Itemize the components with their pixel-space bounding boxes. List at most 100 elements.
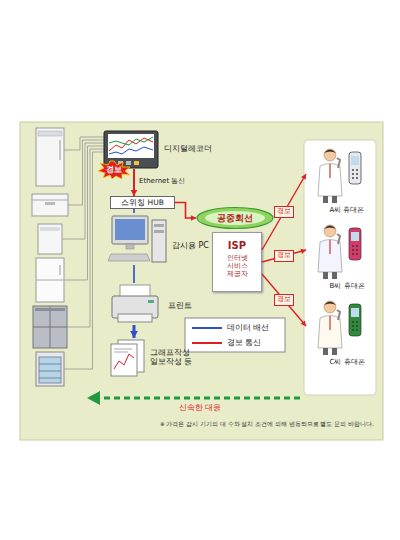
illustration-part xyxy=(356,329,358,331)
node-title: 그래프작성 일보작성 등 xyxy=(150,348,210,366)
freezer-1 xyxy=(36,128,64,186)
illustration-part xyxy=(337,310,340,320)
illustration-part xyxy=(32,200,68,201)
illustration-part xyxy=(349,152,361,184)
node-body: 인터넷 서비스 제공자 xyxy=(222,255,252,278)
illustration-part xyxy=(60,265,61,275)
legend-box xyxy=(185,318,285,352)
illustration-part xyxy=(351,308,359,317)
alarm-tag: 경보 xyxy=(274,250,294,262)
illustration-part xyxy=(39,378,61,379)
user-phone: C씨 휴대폰 xyxy=(306,298,376,368)
illustration-part xyxy=(111,344,137,376)
illustration-part xyxy=(324,301,336,313)
node-title: 감시용 PC xyxy=(172,241,209,251)
user-phone-art xyxy=(316,146,366,204)
edge-label: Ethernet 통신 xyxy=(139,177,185,185)
illustration-part xyxy=(118,314,152,322)
alarm-tag: 경보 xyxy=(274,294,294,306)
illustration-part xyxy=(356,177,358,179)
user-phone-art xyxy=(316,298,366,356)
illustration-part xyxy=(324,302,336,306)
illustration-part xyxy=(33,327,67,328)
backdrop-panel xyxy=(20,122,383,440)
illustration-part xyxy=(356,169,358,171)
illustration-part xyxy=(332,348,337,355)
connector xyxy=(262,174,306,250)
illustration-part xyxy=(109,147,153,154)
illustration-part xyxy=(36,128,64,186)
illustration-part xyxy=(356,325,358,327)
illustration-part xyxy=(318,164,342,197)
illustration-part xyxy=(324,149,336,161)
small-freezer xyxy=(38,224,62,254)
illustration-part xyxy=(64,152,104,369)
illustration-part xyxy=(68,140,104,205)
illustration-part xyxy=(352,253,354,255)
legend-label: 데이터 배선 xyxy=(227,323,269,332)
illustration-part xyxy=(324,150,336,154)
illustration-part xyxy=(38,224,62,254)
illustration-part xyxy=(318,240,342,273)
illustration-part xyxy=(356,245,358,247)
connector xyxy=(133,209,134,213)
connector-line xyxy=(133,169,135,196)
illustration-part xyxy=(38,131,62,136)
illustration-part xyxy=(114,352,128,353)
illustration-part xyxy=(33,306,67,348)
illustration-part xyxy=(120,285,150,297)
illustration-part xyxy=(352,245,354,247)
illustration-part xyxy=(108,134,154,158)
illustration-part xyxy=(352,249,354,251)
user-phone: A씨 휴대폰 xyxy=(306,146,376,216)
price-note: ※ 가격은 감시 기기의 대 수와 설치 조건에 의해 변동되므로 별도 문의 … xyxy=(160,421,374,428)
illustration-part xyxy=(40,227,60,231)
illustration-part xyxy=(36,352,64,386)
user-panel xyxy=(304,140,376,395)
illustration-part xyxy=(109,137,153,145)
illustration-part xyxy=(114,349,132,350)
illustration-part xyxy=(154,230,164,233)
illustration-part xyxy=(352,173,354,175)
connector xyxy=(175,203,196,221)
illustration-part xyxy=(62,143,104,239)
node-title: 스위칭 HUB xyxy=(111,198,174,207)
connector-line xyxy=(133,265,135,283)
public-line-oval: 공중회선 xyxy=(196,207,274,229)
switching-hub: 스위칭 HUB xyxy=(110,196,175,209)
node-title: B씨 휴대폰 xyxy=(320,282,374,290)
illustration-part xyxy=(99,397,300,400)
legend-line-sample xyxy=(192,342,222,344)
report-output-art xyxy=(108,339,148,377)
illustration-part xyxy=(324,226,336,230)
illustration-part xyxy=(197,208,273,229)
illustration-part xyxy=(352,329,354,331)
node-title: C씨 휴대폰 xyxy=(320,358,374,366)
illustration-part xyxy=(39,371,61,372)
illustration-part xyxy=(352,325,354,327)
illustration-part xyxy=(64,146,104,280)
illustration-part xyxy=(152,220,166,262)
isp-box: ISP인터넷 서비스 제공자 xyxy=(212,232,262,292)
illustration-part xyxy=(98,161,130,179)
legend-label: 경보 통신 xyxy=(227,338,261,347)
illustration-part xyxy=(337,234,340,244)
illustration-part xyxy=(115,219,145,240)
illustration-part xyxy=(349,304,361,336)
user-phone-art xyxy=(316,222,366,280)
illustration-part xyxy=(356,253,358,255)
arrow-head xyxy=(130,331,138,338)
illustration-part xyxy=(351,232,359,241)
illustration-part xyxy=(39,357,61,383)
illustration-part xyxy=(324,225,336,237)
response-label: 신속한 대응 xyxy=(150,403,250,413)
illustration-part xyxy=(67,149,104,327)
illustration-part xyxy=(349,228,361,260)
monitor-pc-art xyxy=(110,214,168,264)
illustration-part xyxy=(87,391,100,405)
connector-line xyxy=(133,209,135,213)
illustration-part xyxy=(36,280,64,281)
illustration-part xyxy=(352,169,354,171)
legend-line-sample xyxy=(192,327,222,329)
connector xyxy=(262,274,306,326)
